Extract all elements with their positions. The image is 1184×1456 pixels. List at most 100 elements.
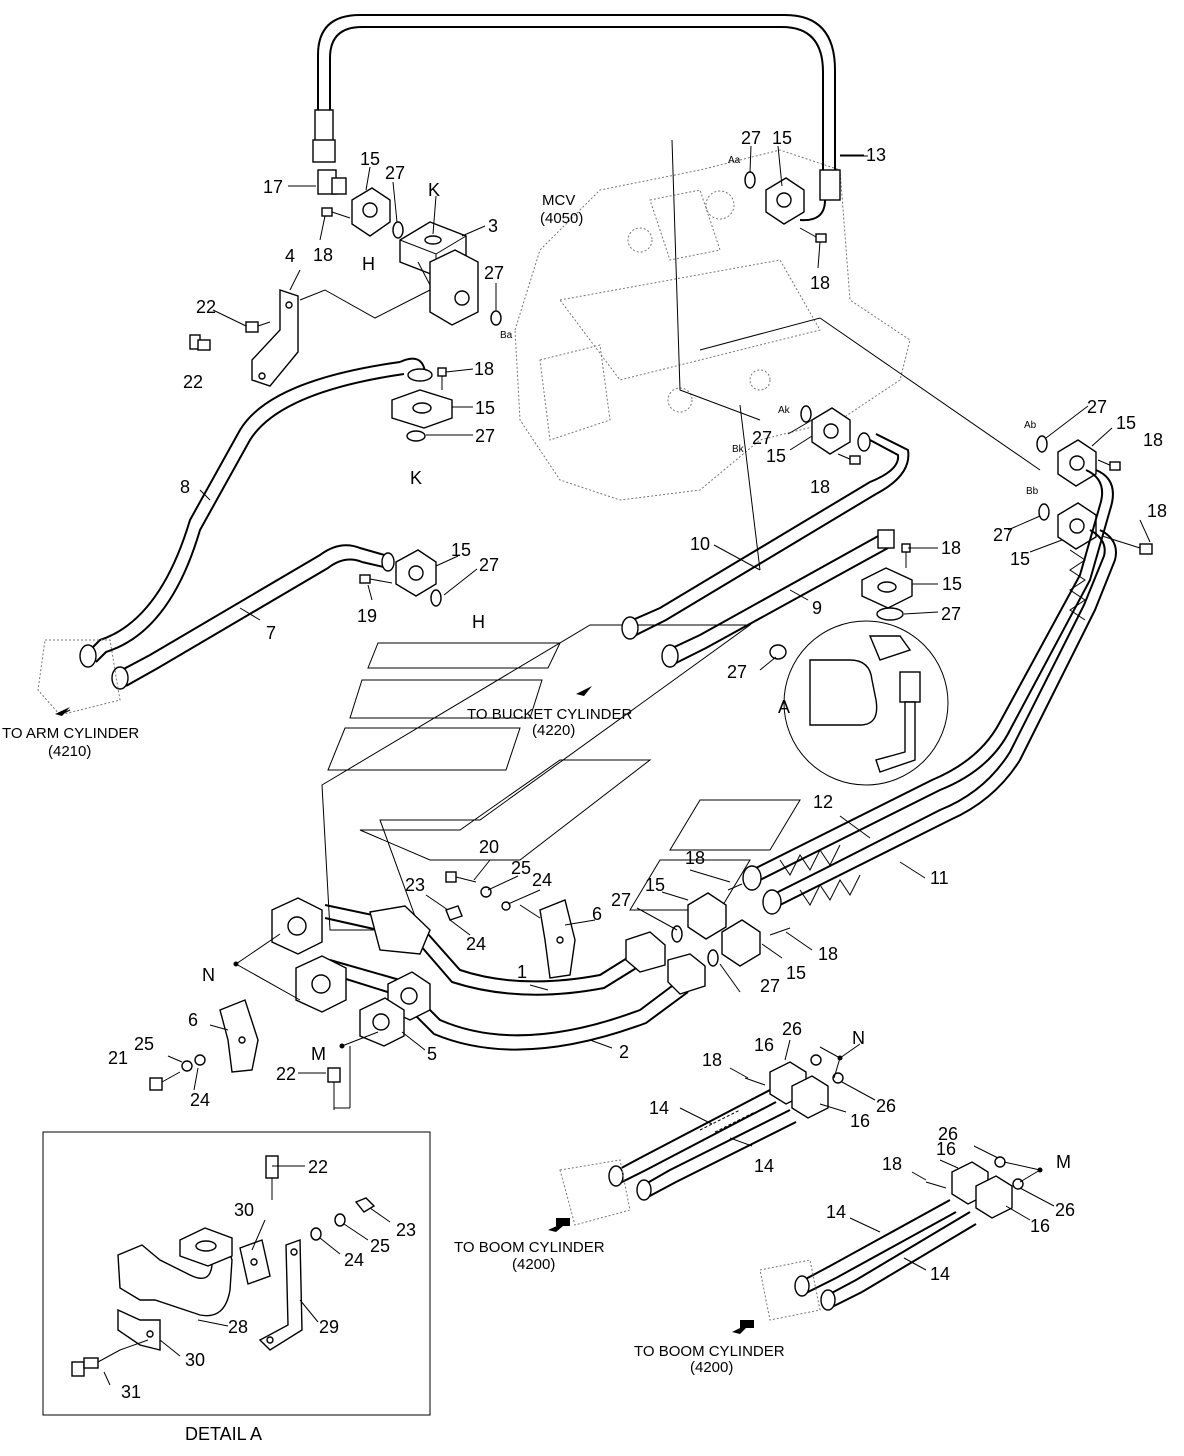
- leader-lines: [167, 145, 1151, 1271]
- callout-15-f: 15: [942, 574, 962, 594]
- callout-14-c: 14: [826, 1202, 846, 1222]
- callout-14-b: 14: [754, 1156, 774, 1176]
- callout-14-a: 14: [649, 1098, 669, 1118]
- callout-27-h: 27: [727, 662, 747, 682]
- callout-18-b: 18: [810, 273, 830, 293]
- callout-11: 11: [930, 868, 949, 888]
- valve-block-3: [399, 221, 479, 326]
- label-port-ak: Ak: [778, 405, 791, 416]
- callout-15-d: 15: [766, 446, 786, 466]
- label-arm-code: (4210): [48, 743, 91, 760]
- callout-22-b: 22: [183, 372, 203, 392]
- reference-dots: [233, 961, 1043, 1173]
- split-flange-15-9: [861, 567, 913, 609]
- callout-16-b: 16: [850, 1111, 870, 1131]
- callout-24-a: 24: [532, 870, 552, 890]
- split-flange-15-ab: [1057, 439, 1097, 487]
- callout-4: 4: [285, 246, 295, 266]
- bolt-18-ak: [837, 453, 861, 465]
- label-detail-a: DETAIL A: [185, 1424, 262, 1444]
- hoses-14-upper: [608, 1089, 797, 1201]
- o-ring-27-low1: [671, 925, 683, 943]
- boom-cylinder-ghost-1: [559, 1159, 631, 1226]
- callout-7: 7: [266, 623, 276, 643]
- callout-18-i: 18: [818, 944, 838, 964]
- split-flange-15-ak: [811, 407, 851, 455]
- callout-29: 29: [319, 1317, 339, 1337]
- detail-a-circle: [783, 620, 949, 786]
- label-port-ba: Ba: [500, 330, 513, 341]
- o-ring-27-k: [406, 430, 426, 442]
- callout-26-b: 26: [876, 1096, 896, 1116]
- washer-25-low: [181, 1060, 193, 1072]
- o-ring-26-b: [832, 1072, 844, 1084]
- nut-23: [445, 905, 463, 921]
- label-port-bb: Bb: [1026, 486, 1039, 497]
- label-port-h: H: [472, 612, 485, 632]
- elbow-fitting-17: [317, 169, 347, 195]
- washer-24-low: [194, 1054, 206, 1066]
- hose-12: [742, 469, 1114, 891]
- callout-5: 5: [427, 1044, 437, 1064]
- callout-23-a: 23: [405, 875, 425, 895]
- callout-18-c: 18: [474, 359, 494, 379]
- o-ring-27-a: [392, 221, 404, 239]
- callout-27-g: 27: [941, 604, 961, 624]
- callout-27-d: 27: [475, 426, 495, 446]
- bolt-21: [149, 1071, 181, 1091]
- detail-a-box: [42, 1131, 431, 1416]
- bolt-19: [359, 574, 393, 584]
- pipe-1: [324, 904, 666, 996]
- arrow-arm: [55, 707, 71, 716]
- split-flange-15-h: [395, 549, 437, 597]
- mcv-valve-outline: [514, 139, 1041, 571]
- callout-25-a: 25: [511, 858, 531, 878]
- flanges-15-lower: [687, 883, 791, 967]
- callout-10: 10: [690, 534, 710, 554]
- bolt-18-ab: [1097, 459, 1121, 471]
- callout-3: 3: [488, 216, 498, 236]
- callout-18-d: 18: [810, 477, 830, 497]
- callout-30-b: 30: [185, 1350, 205, 1370]
- label-mcv-code: (4050): [540, 210, 583, 227]
- callout-25-c: 25: [370, 1236, 390, 1256]
- label-port-bk: Bk: [732, 444, 745, 455]
- clamp-6-lower: [219, 999, 259, 1073]
- o-ring-26-c: [994, 1156, 1006, 1168]
- bolt-22-low: [327, 1067, 341, 1110]
- hoses-14-lower: [794, 1199, 977, 1311]
- callout-27-a: 27: [385, 163, 405, 183]
- o-ring-26-d: [1012, 1178, 1024, 1190]
- o-ring-27-ak: [800, 405, 812, 423]
- callout-26-d: 26: [1055, 1200, 1075, 1220]
- label-to-boom-cylinder-2: TO BOOM CYLINDER: [634, 1343, 785, 1360]
- callout-15-h: 15: [1010, 549, 1030, 569]
- o-ring-27-9b: [769, 644, 787, 660]
- background-arrow-watermark: [321, 624, 801, 931]
- callout-27-b: 27: [741, 128, 761, 148]
- callout-18-a: 18: [313, 245, 333, 265]
- callout-22-a: 22: [196, 297, 216, 317]
- o-ring-27-low2: [707, 949, 719, 967]
- callout-1: 1: [517, 962, 527, 982]
- label-port-k: K: [410, 468, 422, 488]
- label-boom1-code: (4200): [512, 1256, 555, 1273]
- o-ring-27-bb: [1038, 503, 1050, 521]
- callout-27-k: 27: [611, 890, 631, 910]
- bolt-18-k: [437, 367, 447, 390]
- callout-24-c: 24: [190, 1090, 210, 1110]
- callout-12: 12: [813, 792, 833, 812]
- label-port-ab: Ab: [1024, 420, 1037, 431]
- callout-24-d: 24: [344, 1250, 364, 1270]
- label-port-n: N: [202, 965, 215, 985]
- flanges-16-lower: [925, 1161, 1013, 1219]
- callout-16-d: 16: [1030, 1216, 1050, 1236]
- callout-8: 8: [180, 477, 190, 497]
- bracket-4: [251, 289, 431, 387]
- callout-15-e: 15: [451, 540, 471, 560]
- callout-27-f: 27: [479, 555, 499, 575]
- callout-9: 9: [812, 598, 822, 618]
- label-boom2-code: (4200): [690, 1359, 733, 1376]
- callout-27-e: 27: [752, 428, 772, 448]
